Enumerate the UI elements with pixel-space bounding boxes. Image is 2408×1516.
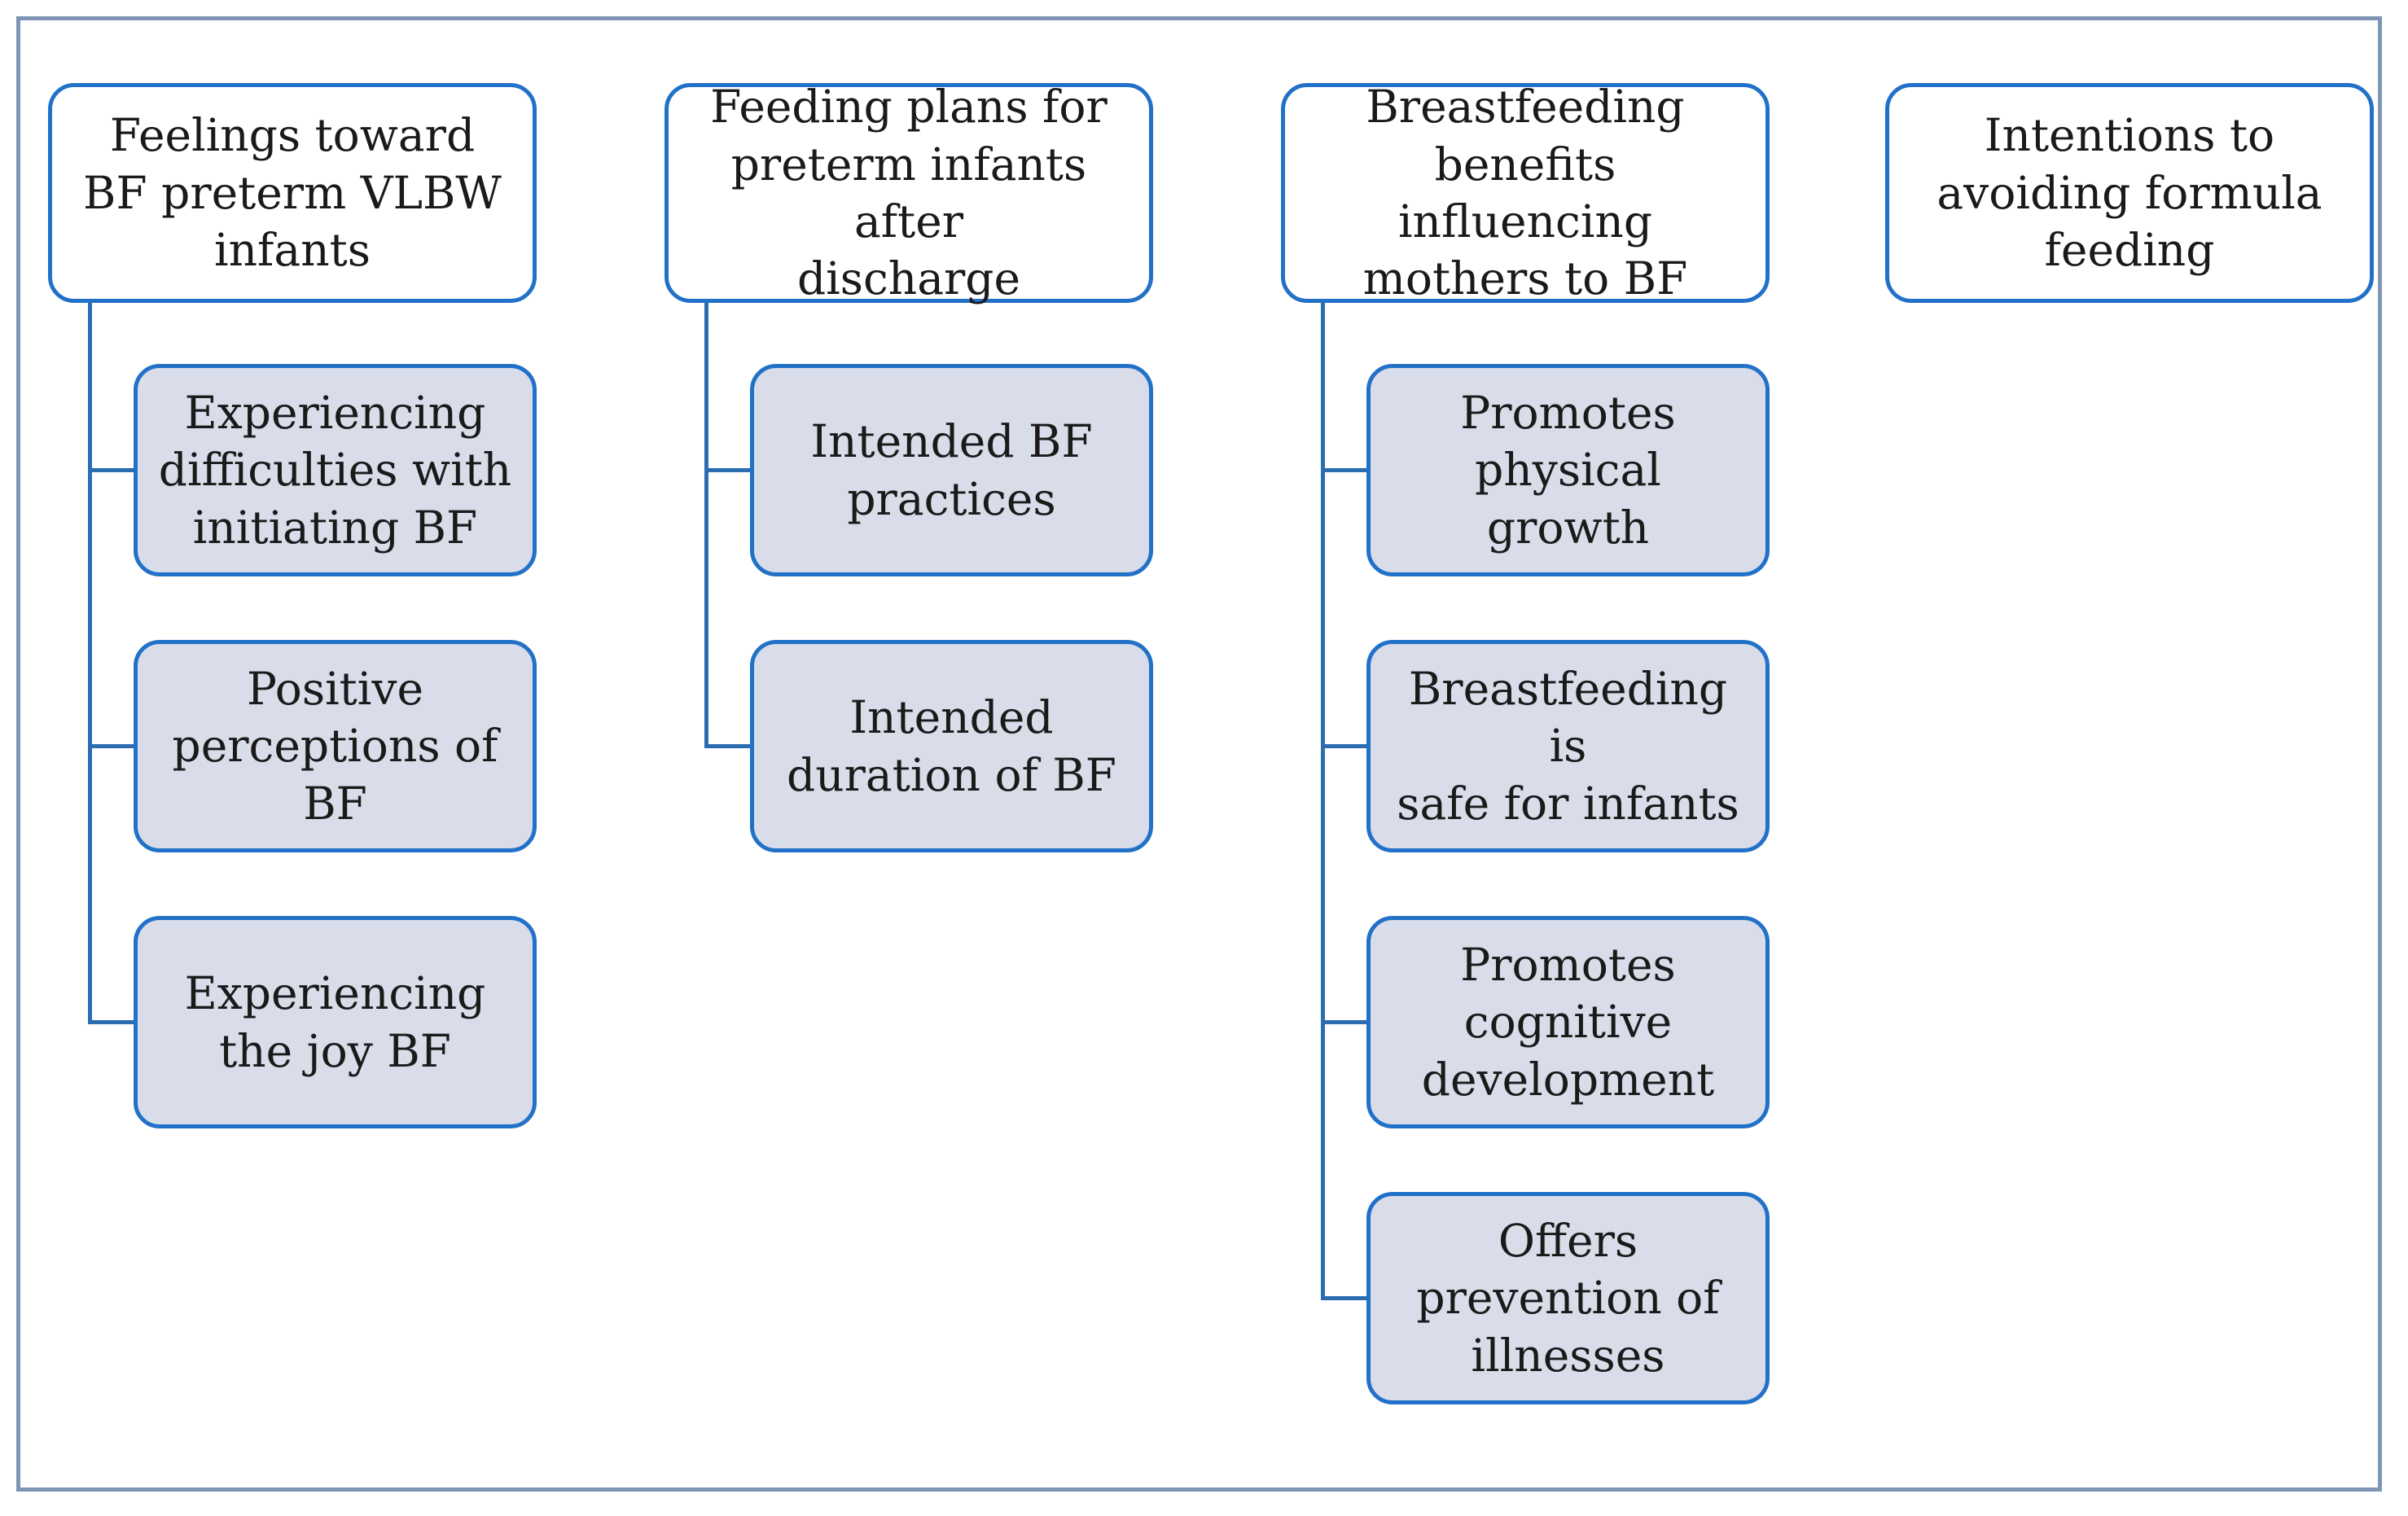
column3-child-box-3: Promotes cognitive development [1366,916,1770,1128]
column3-child-label-2: Breastfeeding is safe for infants [1397,662,1739,830]
column3-child-label-3: Promotes cognitive development [1421,938,1715,1106]
column3-child-box-1: Promotes physical growth [1366,364,1770,576]
column4-header-label: Intentions to avoiding formula feeding [1936,109,2322,277]
column2-child-label-2: Intended duration of BF [787,691,1116,801]
column1-header-box: Feelings toward BF preterm VLBW infants [48,83,537,303]
column3-child-box-2: Breastfeeding is safe for infants [1366,640,1770,852]
column2-child-box-2: Intended duration of BF [750,640,1153,852]
column3-child-box-4: Offers prevention of illnesses [1366,1192,1770,1404]
column3-connector-stub-2 [1321,744,1366,748]
column1-connector-stub-2 [88,744,134,748]
column2-header-box: Feeding plans for preterm infants after … [665,81,1153,305]
column3-header-box: Breastfeeding benefits influencing mothe… [1281,81,1770,305]
column3-connector-stub-3 [1321,1020,1366,1024]
column3-header-label: Breastfeeding benefits influencing mothe… [1362,81,1688,305]
column1-child-box-2: Positive perceptions of BF [134,640,537,852]
column4-header-box: Intentions to avoiding formula feeding [1885,83,2374,303]
column1-child-label-2: Positive perceptions of BF [172,662,498,830]
column2-child-label-1: Intended BF practices [810,415,1093,525]
column1-child-box-1: Experiencing difficulties with initiatin… [134,364,537,576]
outer-frame [16,16,2382,1492]
column3-child-label-1: Promotes physical growth [1460,386,1676,554]
column1-child-box-3: Experiencing the joy BF [134,916,537,1128]
column1-connector-stub-1 [88,468,134,472]
column1-header-label: Feelings toward BF preterm VLBW infants [83,109,502,277]
column3-connector-stub-1 [1321,468,1366,472]
column2-child-box-1: Intended BF practices [750,364,1153,576]
column1-child-label-3: Experiencing the joy BF [184,967,486,1077]
column2-connector-trunk [704,303,708,748]
column3-child-label-4: Offers prevention of illnesses [1416,1214,1720,1382]
column1-connector-stub-3 [88,1020,134,1024]
column1-connector-trunk [88,303,92,1024]
column1-child-label-1: Experiencing difficulties with initiatin… [158,386,512,554]
column3-connector-trunk [1321,303,1325,1300]
column2-connector-stub-2 [704,744,750,748]
column2-header-label: Feeding plans for preterm infants after … [710,81,1108,305]
column3-connector-stub-4 [1321,1296,1366,1300]
column2-connector-stub-1 [704,468,750,472]
